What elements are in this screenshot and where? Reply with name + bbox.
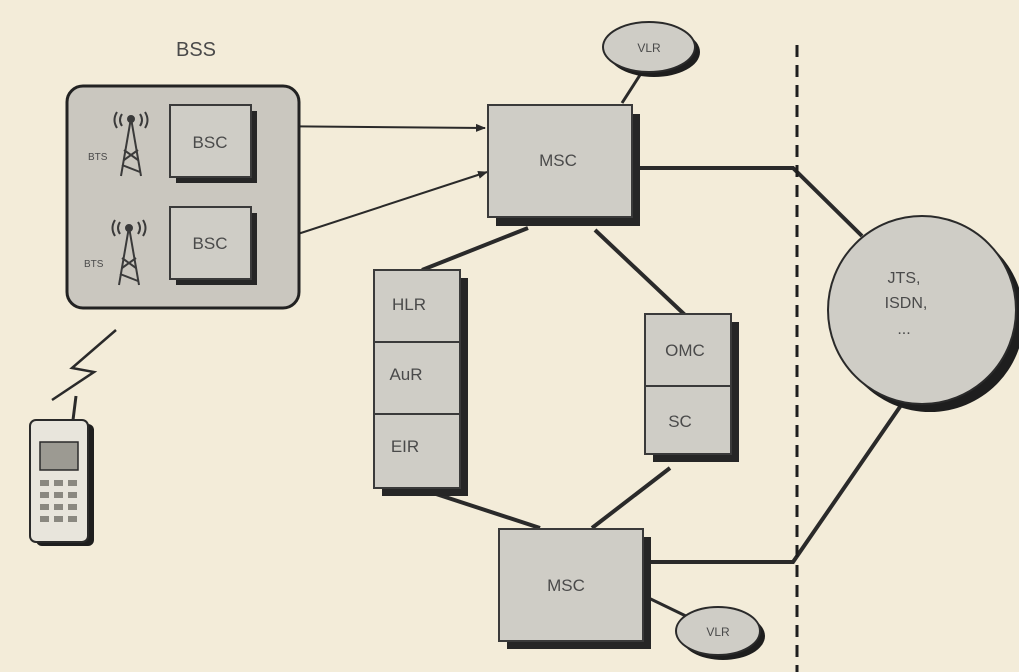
msc-label: MSC bbox=[547, 576, 585, 595]
eir-label: EIR bbox=[391, 437, 419, 456]
omc-label: OMC bbox=[665, 341, 705, 360]
vlr-label: VLR bbox=[637, 41, 661, 55]
msc-node: MSC bbox=[488, 105, 640, 226]
bts-label: BTS bbox=[84, 259, 104, 270]
bsc-label: BSC bbox=[193, 133, 228, 152]
eir-msc2-link bbox=[430, 492, 540, 528]
external-network-node: JTS, ISDN, ... bbox=[828, 216, 1019, 412]
bss-group: BSS BTS BSC bbox=[67, 39, 299, 308]
network-label-line-3: ... bbox=[897, 321, 910, 338]
bss-title: BSS bbox=[176, 39, 216, 61]
vlr-node: VLR bbox=[676, 607, 765, 660]
bsc-label: BSC bbox=[193, 234, 228, 253]
msc1-network-link bbox=[632, 168, 862, 236]
radio-link-icon bbox=[52, 330, 116, 400]
msc1-hlr-link bbox=[422, 228, 528, 270]
network-label-line-1: JTS, bbox=[888, 270, 921, 287]
msc1-omc-link bbox=[595, 230, 685, 315]
network-label-line-2: ISDN, bbox=[885, 295, 928, 312]
aur-label: AuR bbox=[389, 365, 422, 384]
vlr-label: VLR bbox=[706, 625, 730, 639]
hlr-label: HLR bbox=[392, 295, 426, 314]
sc-label: SC bbox=[668, 412, 692, 431]
hlr-aur-eir-stack: HLR AuR EIR bbox=[374, 270, 468, 496]
mobile-phone-icon bbox=[30, 396, 94, 546]
msc-label: MSC bbox=[539, 151, 577, 170]
omc-sc-stack: OMC SC bbox=[645, 314, 739, 462]
msc-node: MSC bbox=[499, 529, 651, 649]
bts-label: BTS bbox=[88, 152, 108, 163]
msc1-vlr-link bbox=[622, 75, 640, 103]
sc-msc2-link bbox=[592, 468, 670, 528]
vlr-node: VLR bbox=[603, 22, 700, 77]
